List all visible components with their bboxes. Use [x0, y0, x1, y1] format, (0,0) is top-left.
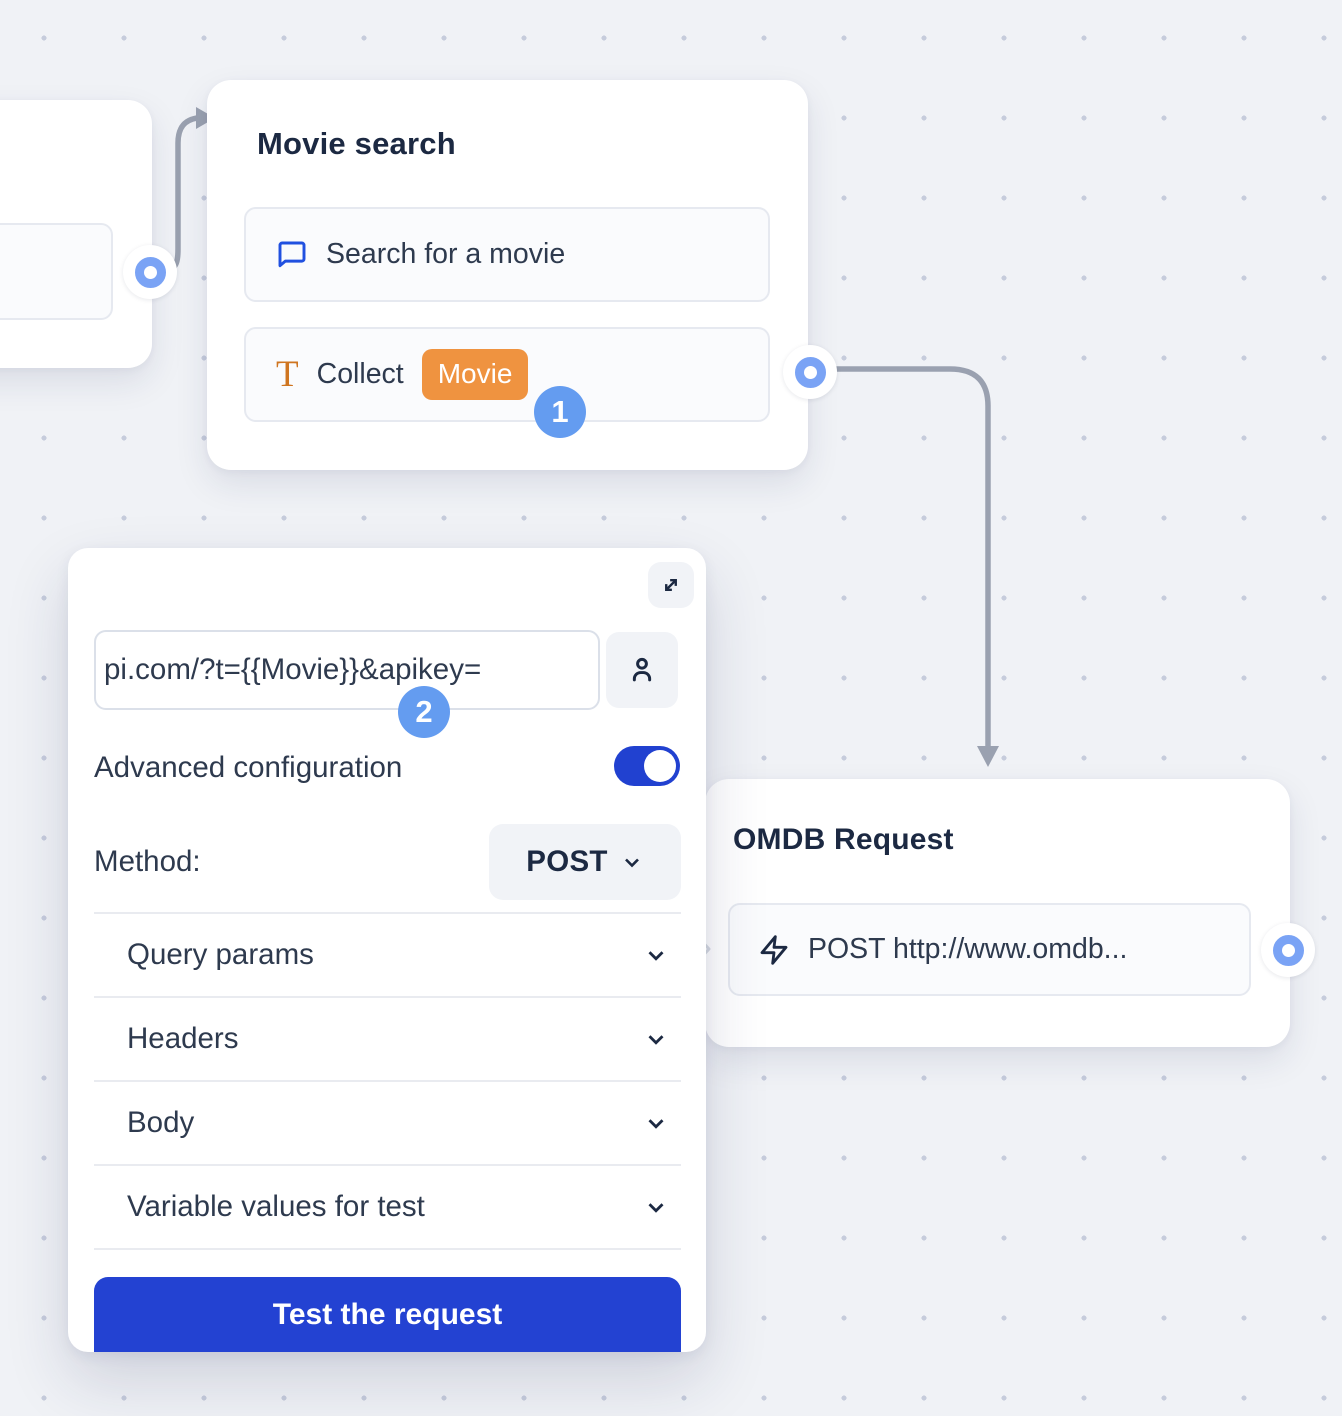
chevron-down-icon — [620, 850, 644, 874]
section-label: Body — [127, 1106, 643, 1140]
port-ring-icon — [1273, 935, 1304, 966]
webhook-config-panel[interactable]: Advanced configuration Method: POST Quer… — [68, 548, 706, 1352]
node-title: Movie search — [257, 126, 456, 162]
chevron-down-icon — [643, 1026, 669, 1052]
chevron-down-icon — [643, 1110, 669, 1136]
node-item-label: Search for a movie — [326, 238, 565, 271]
method-label: Method: — [94, 845, 201, 879]
movie-search-card[interactable]: Movie search Search for a movie T Collec… — [207, 80, 808, 470]
toggle-knob — [644, 750, 676, 782]
node-output-port[interactable] — [783, 345, 837, 399]
user-icon — [625, 653, 659, 687]
advanced-config-toggle[interactable] — [614, 746, 680, 786]
node-title: OMDB Request — [733, 823, 954, 857]
section-label: Query params — [127, 938, 643, 972]
variable-chip: Movie — [422, 349, 529, 399]
text-input-icon: T — [276, 356, 299, 393]
node-output-port[interactable] — [1261, 923, 1315, 977]
test-request-button[interactable]: Test the request — [94, 1277, 681, 1352]
step-badge: 1 — [534, 386, 586, 438]
section-query-params[interactable]: Query params — [94, 914, 681, 998]
advanced-config-label: Advanced configuration — [94, 751, 402, 785]
chevron-down-icon — [643, 942, 669, 968]
section-variable-values[interactable]: Variable values for test — [94, 1166, 681, 1250]
section-body[interactable]: Body — [94, 1082, 681, 1166]
section-headers[interactable]: Headers — [94, 998, 681, 1082]
node-item-search[interactable]: Search for a movie — [244, 207, 770, 302]
section-label: Variable values for test — [127, 1190, 643, 1224]
url-input[interactable] — [94, 630, 600, 710]
step-badge: 2 — [398, 686, 450, 738]
node-item-collect[interactable]: T Collect Movie — [244, 327, 770, 422]
section-label: Headers — [127, 1022, 643, 1056]
chat-bubble-icon — [276, 239, 308, 271]
method-value: POST — [526, 845, 608, 879]
port-ring-icon — [135, 257, 166, 288]
method-dropdown[interactable]: POST — [489, 824, 681, 900]
omdb-request-card[interactable]: OMDB Request POST http://www.omdb... — [705, 779, 1290, 1047]
node-item-label: POST http://www.omdb... — [808, 933, 1127, 966]
node-item-webhook[interactable]: POST http://www.omdb... — [728, 903, 1251, 996]
connection-line — [812, 369, 988, 748]
node-output-port[interactable] — [123, 245, 177, 299]
config-sections: Query params Headers Body Variable value… — [94, 912, 681, 1250]
node-item[interactable] — [0, 223, 113, 320]
port-ring-icon — [795, 357, 826, 388]
expand-button[interactable] — [648, 562, 694, 608]
user-variable-button[interactable] — [606, 632, 678, 708]
arrowhead-down-icon — [977, 746, 999, 767]
chevron-down-icon — [643, 1194, 669, 1220]
zap-icon — [758, 934, 790, 966]
node-item-label: Collect — [317, 358, 404, 391]
expand-icon — [658, 572, 684, 598]
